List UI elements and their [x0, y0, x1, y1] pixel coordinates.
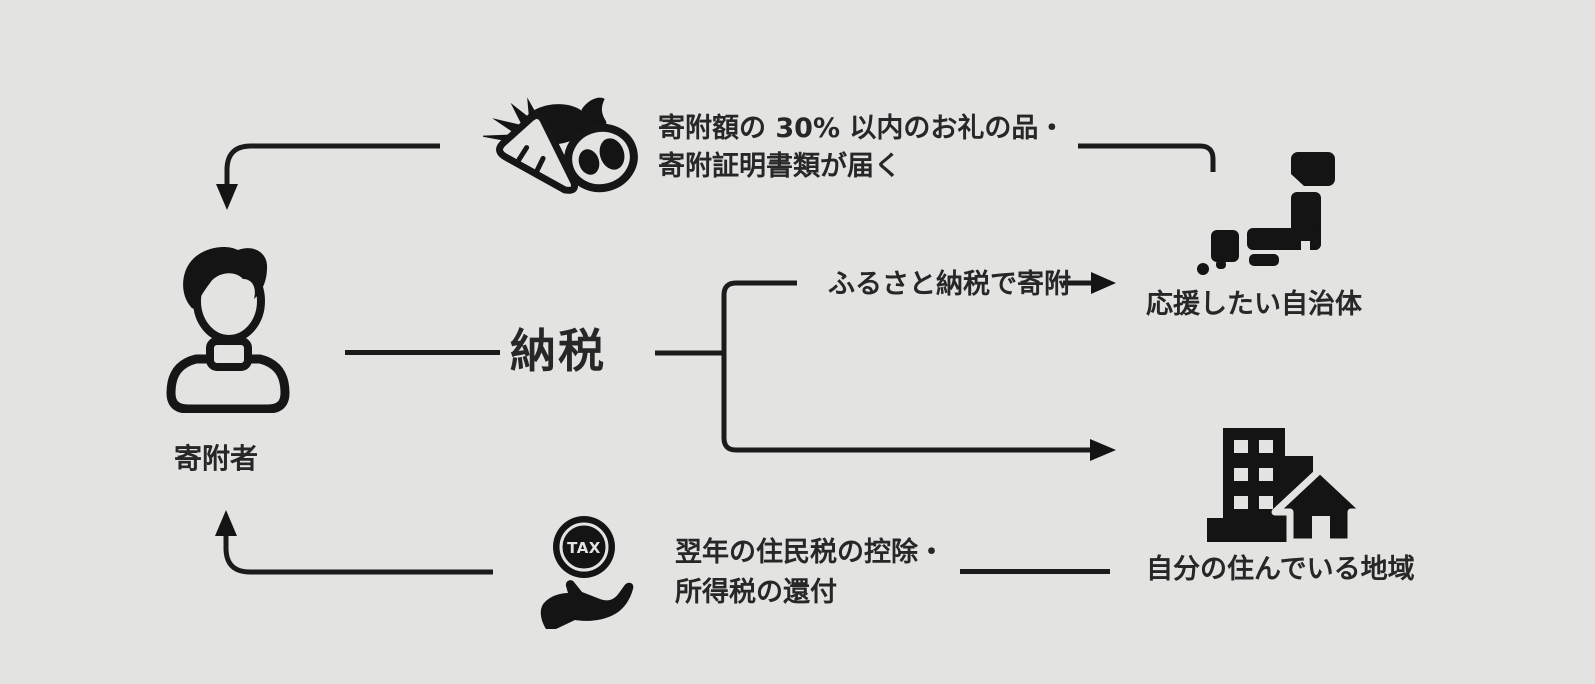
municipality-label: 応援したい自治体	[1146, 289, 1362, 320]
japan-map-icon	[1197, 152, 1335, 275]
hand-icon	[540, 580, 634, 629]
arrow-refund-to-donor	[215, 510, 493, 575]
arrow-reward-to-donor	[216, 143, 440, 210]
tax-coin-label: TAX	[567, 539, 601, 557]
reward-food-icon	[483, 97, 638, 194]
hair-shape	[183, 246, 268, 309]
arrowhead-down-icon	[216, 184, 238, 210]
reward-line2: 寄附証明書類が届く	[658, 151, 901, 182]
building-house-icon	[1207, 428, 1369, 546]
donate-arrow-label: ふるさと納税で寄附	[828, 269, 1071, 300]
line-home-to-refund	[960, 569, 1110, 574]
reward-line1: 寄附額の 30% 以内のお礼の品・	[658, 113, 1066, 144]
refund-text: 翌年の住民税の控除・ 所得税の還付	[675, 533, 945, 613]
home-area-label: 自分の住んでいる地域	[1146, 554, 1415, 585]
branch-lines	[721, 280, 1090, 453]
elbow-to-municipality	[1078, 143, 1216, 172]
carrot-icon	[483, 97, 579, 194]
refund-line1: 翌年の住民税の控除・	[675, 537, 945, 568]
line-donor-to-nozei	[345, 350, 500, 355]
nozei-label: 納税	[510, 324, 606, 378]
arrowhead-to-municipality-icon	[1091, 272, 1116, 294]
refund-line2: 所得税の還付	[675, 577, 837, 608]
tax-coin-hand-icon: TAX	[540, 516, 634, 629]
reward-text: 寄附額の 30% 以内のお礼の品・ 寄附証明書類が届く	[658, 110, 1065, 186]
donor-person-icon	[166, 246, 290, 413]
branch-bracket	[655, 272, 1116, 461]
arrowhead-to-home-icon	[1090, 439, 1116, 461]
arrowhead-up-icon	[215, 510, 237, 536]
house-icon	[1271, 466, 1369, 546]
donor-label: 寄附者	[174, 442, 259, 475]
